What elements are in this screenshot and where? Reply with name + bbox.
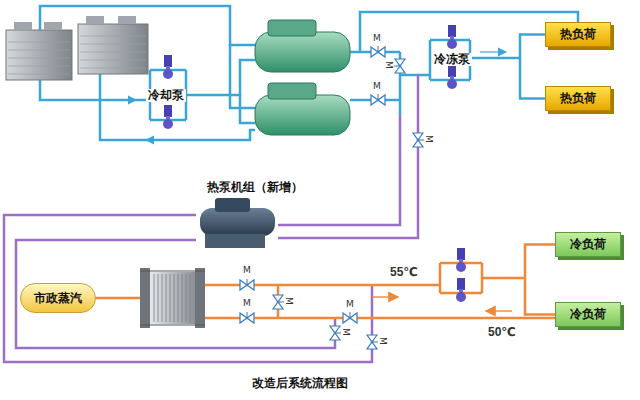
equipment-label: 冷冻泵 — [432, 53, 472, 66]
heat-pump-unit — [200, 198, 275, 248]
node-text: 冷负荷 — [570, 306, 606, 323]
valve-actuator-mark: M — [243, 299, 251, 309]
valve-actuator-mark: M — [423, 135, 433, 143]
chillers — [255, 20, 350, 135]
cold-box: 冷负荷 — [555, 232, 621, 257]
pumps — [163, 25, 466, 302]
node-text: 热负荷 — [560, 90, 596, 107]
node-text: 冷负荷 — [570, 236, 606, 253]
valve-actuator-mark: M — [340, 328, 350, 336]
pipe-connector — [525, 245, 555, 315]
temperature-label: 55℃ — [390, 266, 418, 279]
valve-actuator-mark: M — [373, 34, 381, 44]
valve-actuator-mark: M — [383, 61, 393, 69]
pipe-connector — [520, 35, 545, 99]
valve-actuator-mark: M — [377, 337, 387, 345]
temperature-label: 50℃ — [488, 326, 516, 339]
valve-actuator-mark: M — [243, 266, 251, 276]
valve-actuator-mark: M — [283, 297, 293, 305]
hot-box: 热负荷 — [545, 22, 611, 47]
node-text: 市政蒸汽 — [34, 290, 82, 307]
cooling-towers — [6, 16, 148, 80]
valve-actuator-mark: M — [373, 82, 381, 92]
valves — [240, 46, 424, 349]
hot-box: 热负荷 — [545, 86, 611, 111]
caption: 改造后系统流程图 — [252, 377, 348, 390]
equipment-label: 冷却泵 — [146, 89, 186, 102]
cooling-water-pipes — [40, 6, 578, 140]
equipment-label: 热泵机组（新增） — [205, 181, 305, 194]
valve-actuator-mark: M — [346, 300, 354, 310]
steam-box: 市政蒸汽 — [20, 283, 96, 313]
flow-arrows — [372, 297, 512, 311]
node-text: 热负荷 — [560, 26, 596, 43]
cold-box: 冷负荷 — [555, 302, 621, 327]
plate-heat-exchanger — [140, 268, 205, 328]
